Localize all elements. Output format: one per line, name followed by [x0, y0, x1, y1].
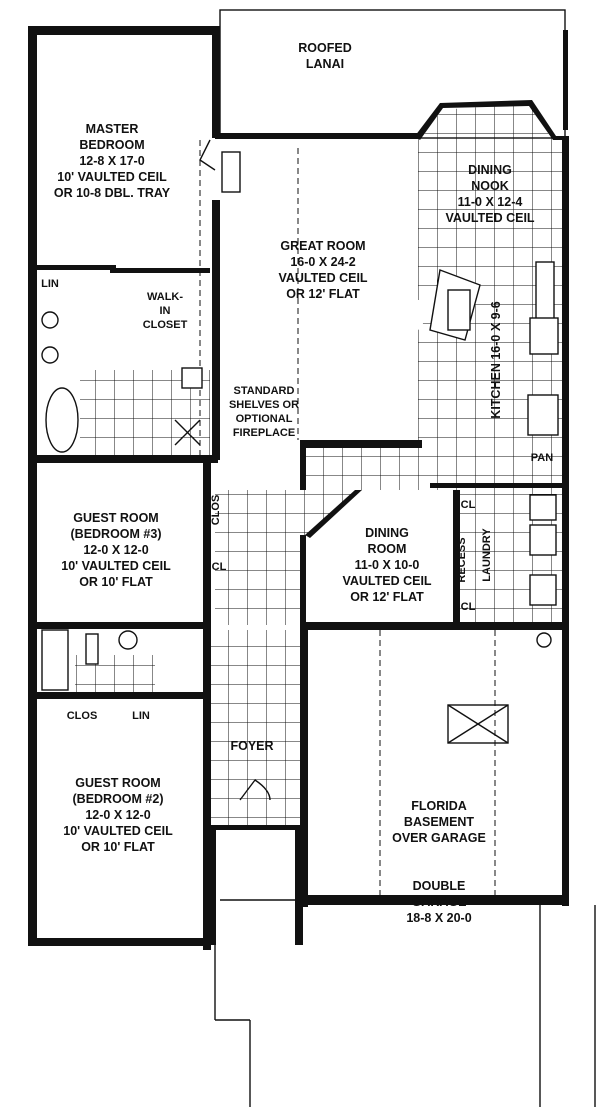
guest2-label: GUEST ROOM: [75, 776, 160, 790]
basement-label: OVER GARAGE: [392, 831, 486, 845]
plan-lines: [41, 139, 596, 1107]
walkin-label: CLOSET: [143, 319, 188, 331]
lanai-label: LANAI: [306, 57, 344, 71]
cl3-label: CL: [461, 601, 476, 613]
shelves-label: STANDARD: [234, 385, 295, 397]
dining-label: ROOM: [368, 542, 407, 556]
guest3-label: 10' VAULTED CEIL: [61, 559, 171, 573]
guest3-label: GUEST ROOM: [73, 511, 158, 525]
nook-label: DINING: [468, 163, 512, 177]
master-label: 12-8 X 17-0: [79, 154, 144, 168]
dining-label: DINING: [365, 526, 409, 540]
guest3-label: OR 10' FLAT: [79, 575, 153, 589]
lin1-label: LIN: [41, 278, 59, 290]
lin2-label: LIN: [132, 710, 150, 722]
guest2-label: 10' VAULTED CEIL: [63, 824, 173, 838]
great-label: GREAT ROOM: [280, 239, 365, 253]
recess-label: RECESS: [456, 537, 468, 582]
laundry-label: LAUNDRY: [481, 528, 493, 582]
walkin-label: WALK-: [147, 291, 183, 303]
nook-label: 11-0 X 12-4: [458, 195, 523, 209]
great-label: 16-0 X 24-2: [290, 255, 355, 269]
cl1-label: CL: [212, 561, 227, 573]
shelves-label: SHELVES OR: [229, 399, 299, 411]
walls: [28, 26, 569, 950]
garage-label: 18-8 X 20-0: [406, 911, 471, 925]
shelves-label: OPTIONAL: [236, 413, 293, 425]
garage-label: GARAGE: [412, 895, 467, 909]
walkin-label: IN: [160, 305, 171, 317]
cl2-label: CL: [461, 499, 476, 511]
nook-label: VAULTED CEIL: [445, 211, 534, 225]
great-label: OR 12' FLAT: [286, 287, 360, 301]
master-label: 10' VAULTED CEIL: [57, 170, 167, 184]
basement-label: BASEMENT: [404, 815, 475, 829]
clos2-label: CLOS: [67, 710, 98, 722]
guest2-label: OR 10' FLAT: [81, 840, 155, 854]
garage-label: DOUBLE: [413, 879, 466, 893]
guest3-label: (BEDROOM #3): [71, 527, 162, 541]
nook-label: NOOK: [471, 179, 509, 193]
great-label: VAULTED CEIL: [278, 271, 367, 285]
guest2-label: 12-0 X 12-0: [85, 808, 150, 822]
foyer-label: FOYER: [230, 739, 273, 753]
pan-label: PAN: [531, 452, 553, 464]
room-labels: ROOFED LANAI MASTER BEDROOM 12-8 X 17-0 10' V…: [41, 41, 553, 925]
tile-floors: [75, 103, 562, 825]
master-label: BEDROOM: [79, 138, 144, 152]
kitchen-label: KITCHEN 16-0 X 9-6: [489, 301, 503, 418]
dining-label: OR 12' FLAT: [350, 590, 424, 604]
lanai-label: ROOFED: [298, 41, 351, 55]
basement-label: FLORIDA: [411, 799, 467, 813]
master-label: OR 10-8 DBL. TRAY: [54, 186, 171, 200]
guest2-label: (BEDROOM #2): [73, 792, 164, 806]
guest3-label: 12-0 X 12-0: [83, 543, 148, 557]
dining-label: 11-0 X 10-0: [355, 558, 420, 572]
dining-label: VAULTED CEIL: [342, 574, 431, 588]
master-label: MASTER: [86, 122, 139, 136]
shelves-label: FIREPLACE: [233, 427, 295, 439]
clos3-label: CLOS: [210, 495, 222, 526]
